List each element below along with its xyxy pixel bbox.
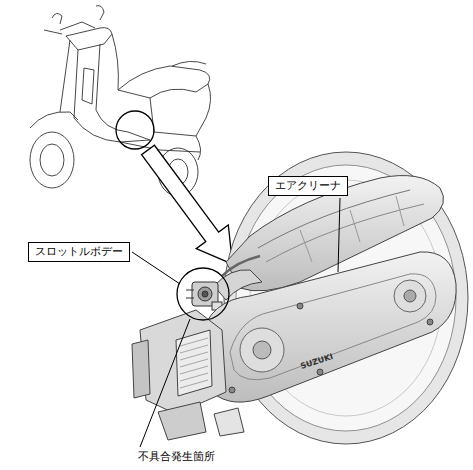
highlight-circle [177, 268, 229, 320]
fin-stroke [180, 338, 208, 346]
intake-pipe [214, 256, 262, 300]
fin-stroke [180, 359, 208, 367]
part-label-box: エアクリーナ [268, 176, 348, 196]
scooter-drawing [30, 6, 211, 196]
highlight-circle [116, 111, 154, 149]
part-name: エアクリーナ [275, 179, 341, 193]
fin-stroke [180, 373, 208, 381]
fin-stroke [180, 380, 208, 388]
cooling-fins [180, 338, 208, 388]
transmission-case [200, 252, 456, 402]
leader-line [338, 198, 340, 272]
leader-line [132, 252, 180, 284]
engine-block [132, 310, 244, 440]
fin-stroke [180, 345, 208, 353]
leader-line [140, 319, 190, 447]
fin-stroke [180, 366, 208, 374]
callout-label: 不具合発生箇所 [138, 450, 215, 464]
part-label-box: スロットルボデー [28, 242, 130, 262]
part-name: スロットルボデー [35, 245, 123, 259]
leader-lines [132, 198, 340, 447]
throttle-body [186, 282, 222, 310]
fin-stroke [180, 352, 208, 360]
